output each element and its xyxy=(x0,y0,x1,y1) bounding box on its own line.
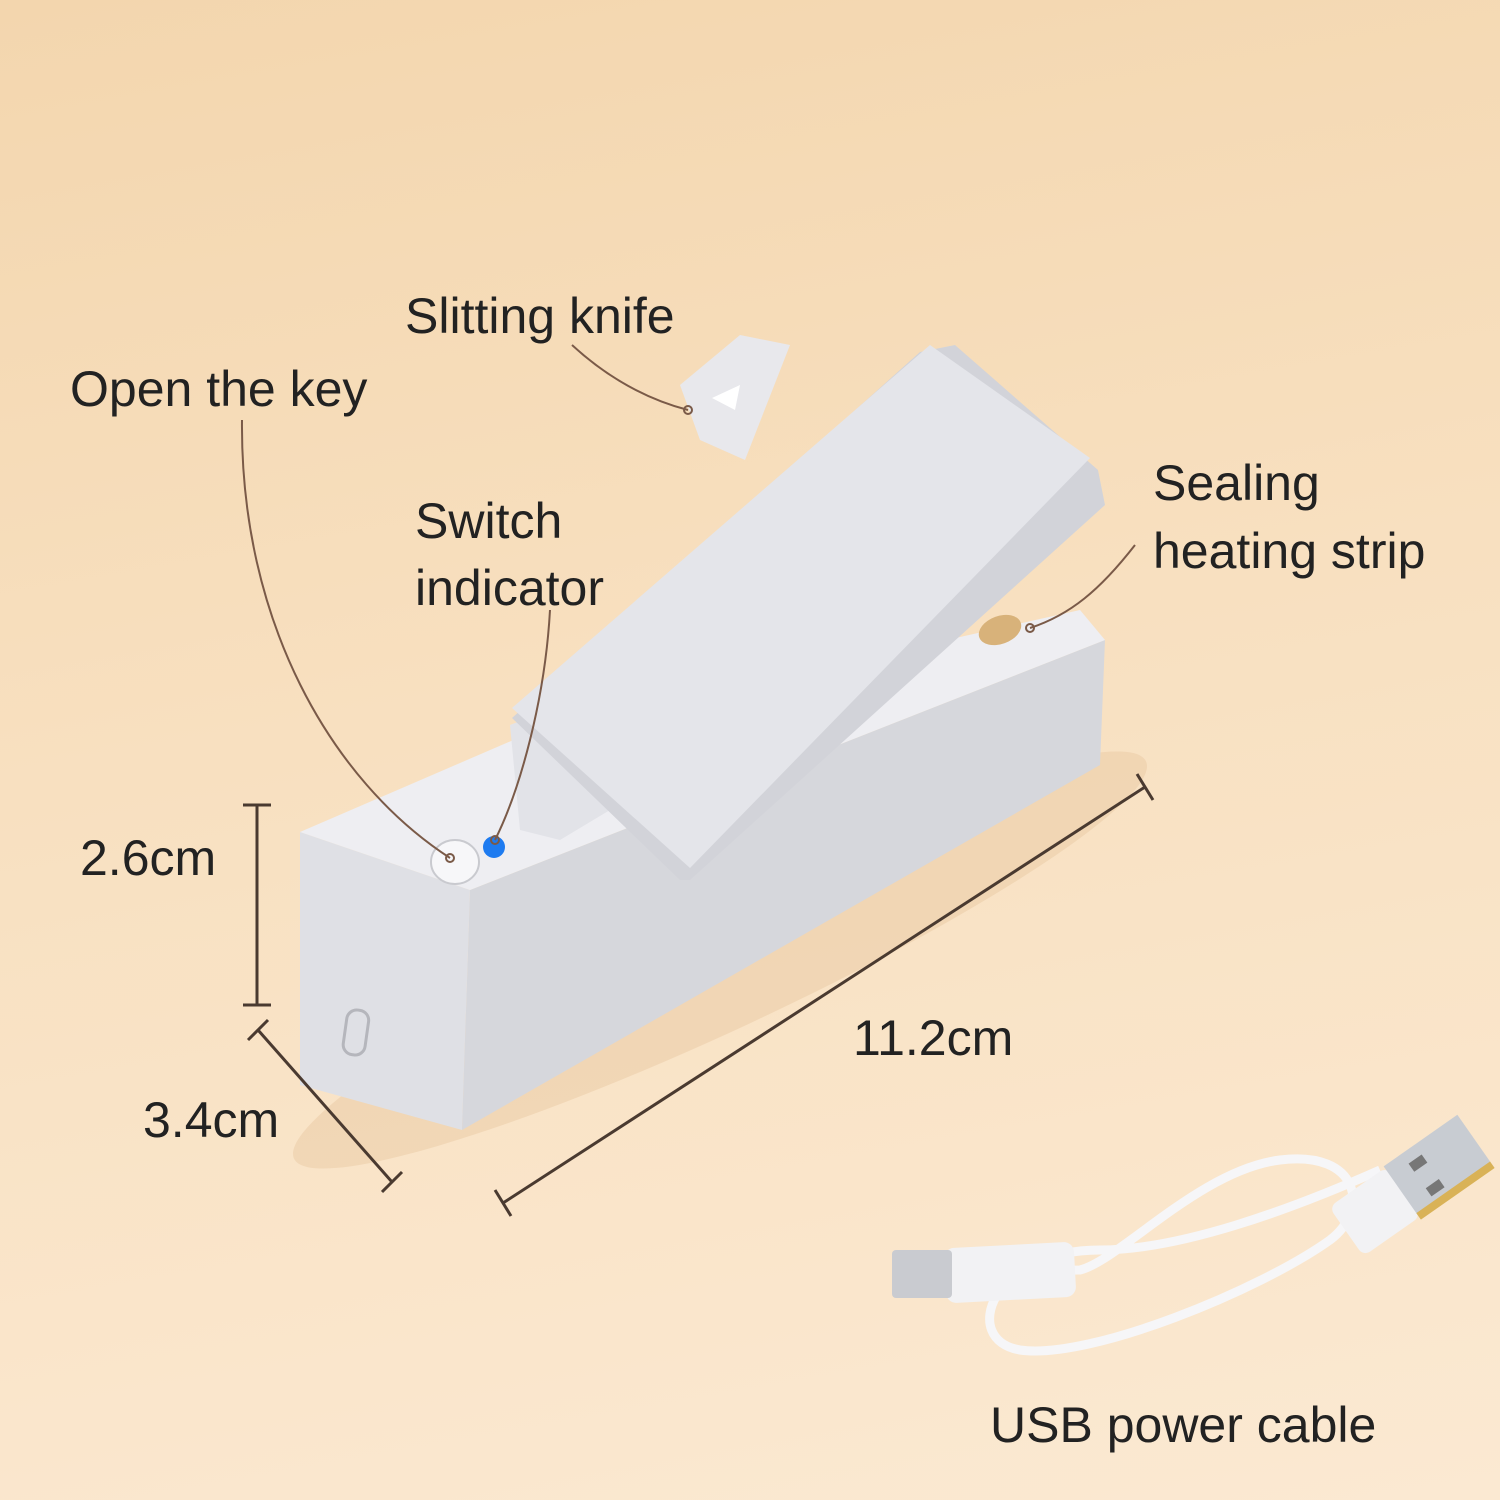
leader-lines xyxy=(240,344,1136,863)
sealer-device xyxy=(300,335,1105,1130)
base-end-face xyxy=(300,832,470,1130)
dimension-width: 3.4cm xyxy=(143,1092,280,1148)
dimension-length: 11.2cm xyxy=(853,1010,1014,1066)
base-long-side xyxy=(462,640,1105,1130)
label-sealing-line1: Sealing xyxy=(1153,455,1320,511)
open-key-button[interactable] xyxy=(430,839,480,885)
switch-indicator-led xyxy=(483,836,505,858)
leader-key xyxy=(240,419,451,859)
label-sealing-line2: heating strip xyxy=(1153,523,1426,579)
dimension-lines xyxy=(243,773,1155,1217)
label-open-key: Open the key xyxy=(70,361,368,417)
label-switch-line2: indicator xyxy=(415,560,604,616)
label-usb-cable: USB power cable xyxy=(990,1397,1377,1453)
label-slitting-knife: Slitting knife xyxy=(405,288,675,344)
usb-port-icon xyxy=(341,1008,371,1057)
dimension-height: 2.6cm xyxy=(80,830,217,886)
heating-strip xyxy=(978,614,1022,646)
label-switch-line1: Switch xyxy=(415,493,563,549)
leader-knife xyxy=(571,344,689,411)
lid-top xyxy=(512,345,1090,868)
leader-indicator xyxy=(494,609,551,841)
usb-cable xyxy=(892,1114,1495,1356)
micro-usb-plug xyxy=(944,1242,1076,1303)
usb-a-plug xyxy=(1332,1114,1495,1254)
leader-sealing xyxy=(1029,544,1136,629)
micro-usb-tip xyxy=(892,1250,952,1298)
